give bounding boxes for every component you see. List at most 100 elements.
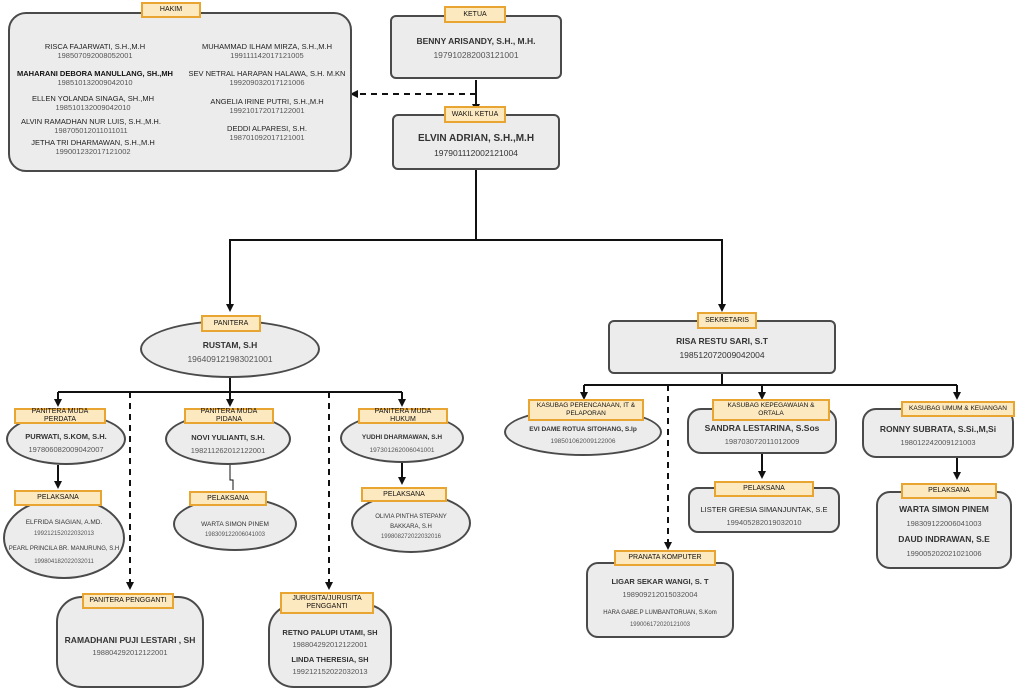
- kasubag-umum-name: RONNY SUBRATA, S.Si.,M,Si: [879, 424, 997, 434]
- wakil-box: ELVIN ADRIAN, S.H.,M.H 19790111200212100…: [392, 114, 560, 170]
- pel-pidana-name: WARTA SIMON PINEM: [201, 521, 269, 528]
- hakim-7-name: SEV NETRAL HARAPAN HALAWA, S.H. M.KN: [188, 69, 346, 78]
- pm-perdata-name: PURWATI, S.KOM, S.H.: [25, 432, 107, 441]
- pel-umum-tag: PELAKSANA: [901, 483, 997, 499]
- jurusita-tag-line1: JURUSITA/JURUSITA: [292, 595, 362, 602]
- sekretaris-nip: 198512072009042004: [679, 350, 765, 360]
- panitera-name: RUSTAM, S.H: [202, 340, 258, 350]
- jurusita-tag: JURUSITA/JURUSITA PENGGANTI: [280, 592, 374, 614]
- pranata-tag: PRANATA KOMPUTER: [614, 550, 716, 566]
- kasubag-umum-nip: 198012242009121003: [900, 438, 976, 447]
- pel-hukum-nip: 199808272022032016: [380, 534, 442, 540]
- pel-pidana-ellipse: WARTA SIMON PINEM 198309122006041003: [173, 497, 297, 551]
- pranata-name: LIGAR SEKAR WANGI, S. T: [611, 577, 709, 586]
- ketua-tag: KETUA: [444, 6, 506, 23]
- pel-pidana-tag: PELAKSANA: [189, 491, 267, 506]
- pel-perdata-tag: PELAKSANA: [14, 490, 102, 506]
- pel-hukum-name-2: BAKKARA, S.H: [390, 524, 432, 530]
- kasubag-kepegawaian-tag-2: ORTALA: [758, 410, 784, 417]
- kasubag-kepegawaian-tag: KASUBAG KEPEGAWAIAN & ORTALA: [712, 399, 830, 421]
- hakim-2-nip: 198510132009042010: [57, 78, 133, 87]
- pel-perdata-1-nip: 199212152022032013: [33, 531, 95, 537]
- jurusita-2-name: LINDA THERESIA, SH: [291, 655, 369, 664]
- hakim-4-nip: 198705012011011011: [54, 126, 128, 135]
- hakim-5-name: JETHA TRI DHARMAWAN, S.H.,M.H: [31, 138, 155, 147]
- pengganti-name: RAMADHANI PUJI LESTARI , SH: [64, 635, 196, 645]
- kasubag-umum-tag: KASUBAG UMUM & KEUANGAN: [901, 401, 1015, 417]
- pel-pidana-nip: 198309122006041003: [204, 532, 266, 538]
- ketua-name: BENNY ARISANDY, S.H., M.H.: [416, 36, 536, 46]
- kasubag-perencanaan-tag: KASUBAG PERENCANAAN, IT & PELAPORAN: [528, 399, 644, 421]
- pel-hukum-ellipse: OLIVIA PINTHA STEPANY BAKKARA, S.H 19980…: [351, 493, 471, 553]
- pengganti-box: RAMADHANI PUJI LESTARI , SH 198804292012…: [56, 596, 204, 688]
- hakim-6-name: MUHAMMAD ILHAM MIRZA, S.H.,M.H: [201, 42, 332, 51]
- panitera-tag: PANITERA: [201, 315, 261, 332]
- pel-umum-1-name: WARTA SIMON PINEM: [899, 504, 989, 514]
- pm-pidana-tag: PANITERA MUDA PIDANA: [184, 408, 274, 424]
- sekretaris-tag: SEKRETARIS: [697, 312, 757, 329]
- hakim-8-name: ANGELIA IRINE PUTRI, S.H.,M.H: [210, 97, 324, 106]
- pel-perdata-ellipse: ELFRIDA SIAGIAN, A.MD. 19921215202203201…: [3, 497, 125, 579]
- pel-kepegawaian-tag: PELAKSANA: [714, 481, 814, 497]
- pel-umum-1-nip: 198309122006041003: [906, 519, 982, 528]
- wakil-name: ELVIN ADRIAN, S.H.,M.H: [417, 133, 535, 144]
- pel-hukum-name-1: OLIVIA PINTHA STEPANY: [375, 514, 447, 520]
- pel-perdata-2-name: PEARL PRINCILA BR. MANURUNG, S.H: [8, 546, 120, 552]
- panitera-nip: 196409121983021001: [187, 354, 273, 364]
- pm-hukum-nip: 197301262006041001: [369, 447, 435, 454]
- hakim-8-nip: 199210172017122001: [229, 106, 305, 115]
- hakim-9-nip: 198701092017121001: [229, 133, 305, 142]
- hakim-1-name: RISCA FAJARWATI, S.H.,M.H: [44, 42, 146, 51]
- pel-kepegawaian-nip: 199405282019032010: [726, 518, 802, 527]
- jurusita-box: RETNO PALUPI UTAMI, SH 19880429201212200…: [268, 604, 392, 688]
- pengganti-nip: 198804292012122001: [92, 648, 168, 657]
- pranata-nip: 198909212015032004: [622, 590, 698, 599]
- jurusita-tag-line2: PENGGANTI: [306, 603, 348, 610]
- hakim-box: RISCA FAJARWATI, S.H.,M.H 19850709200805…: [8, 12, 352, 172]
- pel-umum-box: WARTA SIMON PINEM 198309122006041003 DAU…: [876, 491, 1012, 569]
- hakim-3-nip: 198510132009042010: [55, 103, 131, 112]
- hakim-1-nip: 198507092008052001: [57, 51, 133, 60]
- pranata-box: LIGAR SEKAR WANGI, S. T 1989092120150320…: [586, 562, 734, 638]
- pm-pidana-name: NOVI YULIANTI, S.H.: [191, 433, 265, 442]
- kasubag-perencanaan-name: EVI DAME ROTUA SITOHANG, S.Ip: [529, 426, 637, 433]
- wakil-tag: WAKIL KETUA: [444, 106, 506, 123]
- pengganti-tag: PANITERA PENGGANTI: [82, 593, 174, 609]
- ketua-nip: 197910282003121001: [433, 50, 519, 60]
- kasubag-kepegawaian-nip: 198703072011012009: [724, 437, 800, 446]
- line-wakil-split: [226, 170, 477, 312]
- hakim-9-name: DEDDI ALPARESI, S.H.: [227, 124, 307, 133]
- pm-hukum-name: YUDHI DHARMAWAN, S.H: [361, 434, 443, 441]
- kasubag-perencanaan-tag-2: PELAPORAN: [566, 410, 606, 417]
- pel-perdata-2-nip: 199804182022032011: [34, 559, 94, 565]
- pel-hukum-tag: PELAKSANA: [361, 487, 447, 502]
- pm-perdata-tag: PANITERA MUDA PERDATA: [14, 408, 106, 424]
- ketua-box: BENNY ARISANDY, S.H., M.H. 1979102820031…: [390, 15, 562, 79]
- pel-umum-2-nip: 199005202021021006: [906, 549, 982, 558]
- hakim-3-name: ELLEN YOLANDA SINAGA, SH.,MH: [32, 94, 154, 103]
- pm-perdata-nip: 197806082009042007: [28, 445, 104, 454]
- kasubag-perencanaan-tag-1: KASUBAG PERENCANAAN, IT &: [536, 402, 636, 409]
- hakim-4-name: ALVIN RAMADHAN NUR LUIS, S.H.,M.H.: [21, 117, 161, 126]
- hakim-7-nip: 199209032017121006: [229, 78, 305, 87]
- hakim-5-nip: 199001232017121002: [55, 147, 131, 156]
- hakim-tag: HAKIM: [141, 2, 201, 18]
- pranata-name-2: HARA GABE.P LUMBANTORUAN, S.Kom: [603, 610, 717, 616]
- pel-perdata-1-name: ELFRIDA SIAGIAN, A.MD.: [25, 519, 103, 526]
- sekretaris-name: RISA RESTU SARI, S.T: [676, 336, 768, 346]
- kasubag-kepegawaian-tag-1: KASUBAG KEPEGAWAIAN &: [727, 402, 815, 409]
- pranata-nip-2: 199006172020121003: [629, 622, 691, 628]
- line-split-sekretaris: [476, 239, 726, 312]
- pel-umum-2-name: DAUD INDRAWAN, S.E: [898, 534, 990, 544]
- pel-kepegawaian-name: LISTER GRESIA SIMANJUNTAK, S.E: [700, 505, 828, 514]
- kasubag-kepegawaian-name: SANDRA LESTARINA, S.Sos: [704, 423, 820, 433]
- pm-hukum-tag: PANITERA MUDA HUKUM: [358, 408, 448, 424]
- hakim-6-nip: 199111142017121005: [230, 51, 304, 60]
- pm-pidana-nip: 198211262012122001: [190, 446, 266, 455]
- hakim-2-name: MAHARANI DEBORA MANULLANG, SH.,MH: [17, 69, 173, 78]
- kasubag-perencanaan-nip: 198501062009122006: [550, 438, 616, 445]
- jurusita-2-nip: 199212152022032013: [292, 667, 368, 676]
- line-pidana-pelaksana: [229, 465, 234, 490]
- jurusita-1-nip: 198804292012122001: [292, 640, 368, 649]
